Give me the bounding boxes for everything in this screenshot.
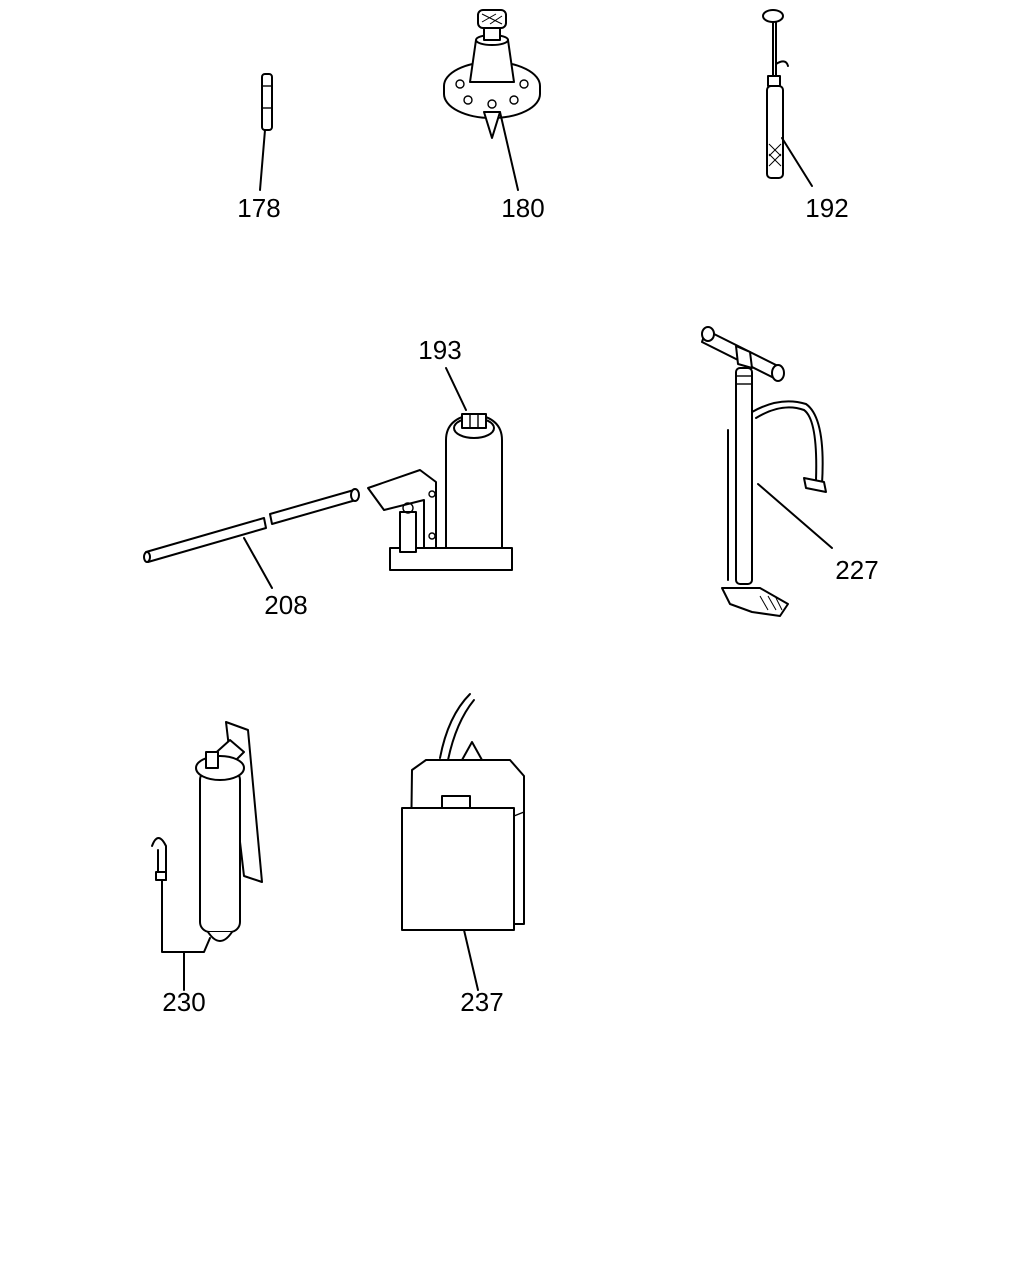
leader-line-178	[259, 129, 266, 191]
part-192-grease-gun	[762, 9, 813, 187]
callout-230: 230	[162, 987, 205, 1017]
part-230-lever-grease-gun	[151, 721, 263, 991]
part-178-pin	[259, 73, 273, 191]
leader-line-227	[757, 483, 833, 549]
callout-180: 180	[501, 193, 544, 223]
part-227-tire-pump	[701, 326, 833, 617]
leader-line-237	[463, 929, 479, 991]
callout-208: 208	[264, 590, 307, 620]
leader-line-180	[499, 111, 519, 191]
part-237-charger-box	[401, 693, 525, 991]
callout-193: 193	[418, 335, 461, 365]
part-193-bottle-jack	[367, 367, 513, 571]
leader-line-208	[243, 537, 273, 589]
callout-237: 237	[460, 987, 503, 1017]
callout-192: 192	[805, 193, 848, 223]
part-208-jack-handle	[143, 488, 360, 589]
part-180-flange-fixture	[443, 9, 541, 191]
callout-227: 227	[835, 555, 878, 585]
leader-line-192	[781, 137, 813, 187]
leader-line-193	[445, 367, 467, 411]
callout-178: 178	[237, 193, 280, 223]
